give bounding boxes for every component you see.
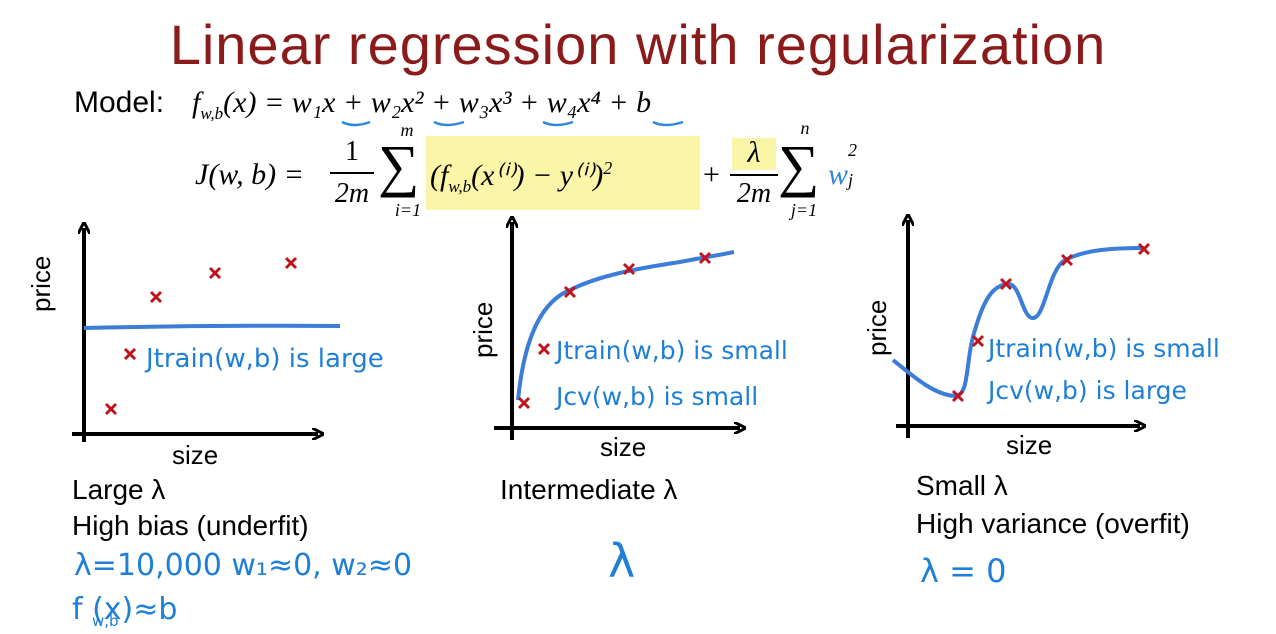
panel1-markers — [104, 256, 298, 416]
reg-sum-bot: j=1 — [790, 200, 818, 220]
cost-term-f: (f — [430, 159, 449, 192]
reg-term-w: w — [828, 158, 849, 191]
cost-term: (fw,b(x⁽ⁱ⁾) − y⁽ⁱ⁾)2 — [430, 158, 612, 197]
panel1-caption2: High bias (underfit) — [72, 510, 309, 541]
panel3-hand1: λ = 0 — [920, 552, 1007, 590]
panel2-axes — [494, 222, 740, 440]
panel2-note2: Jcv(w,b) is small — [556, 382, 759, 411]
panel1-xlabel: size — [172, 440, 219, 470]
cost-term-square: 2 — [603, 158, 613, 178]
cost-sum-bot: i=1 — [394, 200, 422, 220]
slide-title: Linear regression with regularization — [169, 13, 1107, 76]
reg-sum-sigma: ∑ — [778, 133, 820, 198]
lambda-highlight — [732, 138, 776, 170]
panel2-ylabel: price — [468, 301, 498, 358]
cost-frac-num: 1 — [345, 136, 359, 167]
panel2-xlabel: size — [600, 432, 647, 462]
panel3-axes — [896, 220, 1140, 438]
panel3-xlabel: size — [1006, 430, 1053, 460]
cost-sum-top: m — [400, 120, 414, 140]
reg-term-sub: j — [848, 170, 854, 190]
model-f: f — [192, 86, 201, 119]
model-rhs: (x) = w₁x + w₂x² + w₃x³ + w₄x⁴ + b — [223, 86, 652, 119]
panel1-note1: Jtrain(w,b) is large — [146, 344, 384, 374]
model-label: Model: — [74, 86, 165, 119]
cost-lhs: J(w, b) = — [195, 158, 304, 191]
cost-highlight — [426, 136, 700, 210]
panel3-markers — [951, 242, 1151, 403]
reg-sum-top: n — [800, 118, 810, 138]
cost-frac-bar — [330, 172, 374, 174]
reg-den: 2m — [736, 178, 772, 209]
panel1-hand1: λ=10,000 w₁≈0, w₂≈0 — [74, 548, 413, 583]
reg-frac-bar — [730, 174, 778, 176]
panel2-caption1: Intermediate λ — [500, 474, 678, 505]
panel3-caption1: Small λ — [916, 470, 1008, 501]
panel1-hand2-text: f (x)≈b — [72, 592, 178, 627]
panel1-axes — [72, 228, 318, 442]
reg-num: λ — [747, 136, 761, 169]
panel1-caption1: Large λ — [72, 474, 166, 505]
panel2-markers — [517, 251, 712, 410]
cost-term-subscript: w,b — [448, 177, 472, 196]
panel1-ylabel: price — [26, 255, 56, 312]
panel2-hand1: λ — [608, 534, 636, 588]
panel3-ylabel: price — [862, 299, 892, 356]
panel1-hand2: f (x)≈b — [72, 592, 177, 627]
model-f-subscript: w,b — [200, 104, 224, 123]
panel2-fit-curve — [516, 250, 735, 401]
reg-term-sup: 2 — [848, 140, 858, 160]
panel3-fit-curve — [891, 246, 1145, 399]
panel3-note1: Jtrain(w,b) is small — [988, 334, 1220, 363]
panel2-note1: Jtrain(w,b) is small — [556, 336, 788, 365]
panel1-hand2-sub: w,b — [92, 612, 119, 630]
cost-plus: + — [703, 158, 720, 191]
panel1-fit-line — [83, 323, 341, 330]
cost-frac-den: 2m — [334, 178, 370, 209]
panel3-note2: Jcv(w,b) is large — [988, 376, 1187, 405]
cost-term-rest: (x⁽ⁱ⁾) − y⁽ⁱ⁾) — [471, 159, 604, 192]
model-equation: fw,b(x) = w₁x + w₂x² + w₃x³ + w₄x⁴ + b — [192, 86, 651, 124]
cost-sum-sigma: ∑ — [378, 133, 420, 198]
panel3-caption2: High variance (overfit) — [916, 508, 1190, 539]
